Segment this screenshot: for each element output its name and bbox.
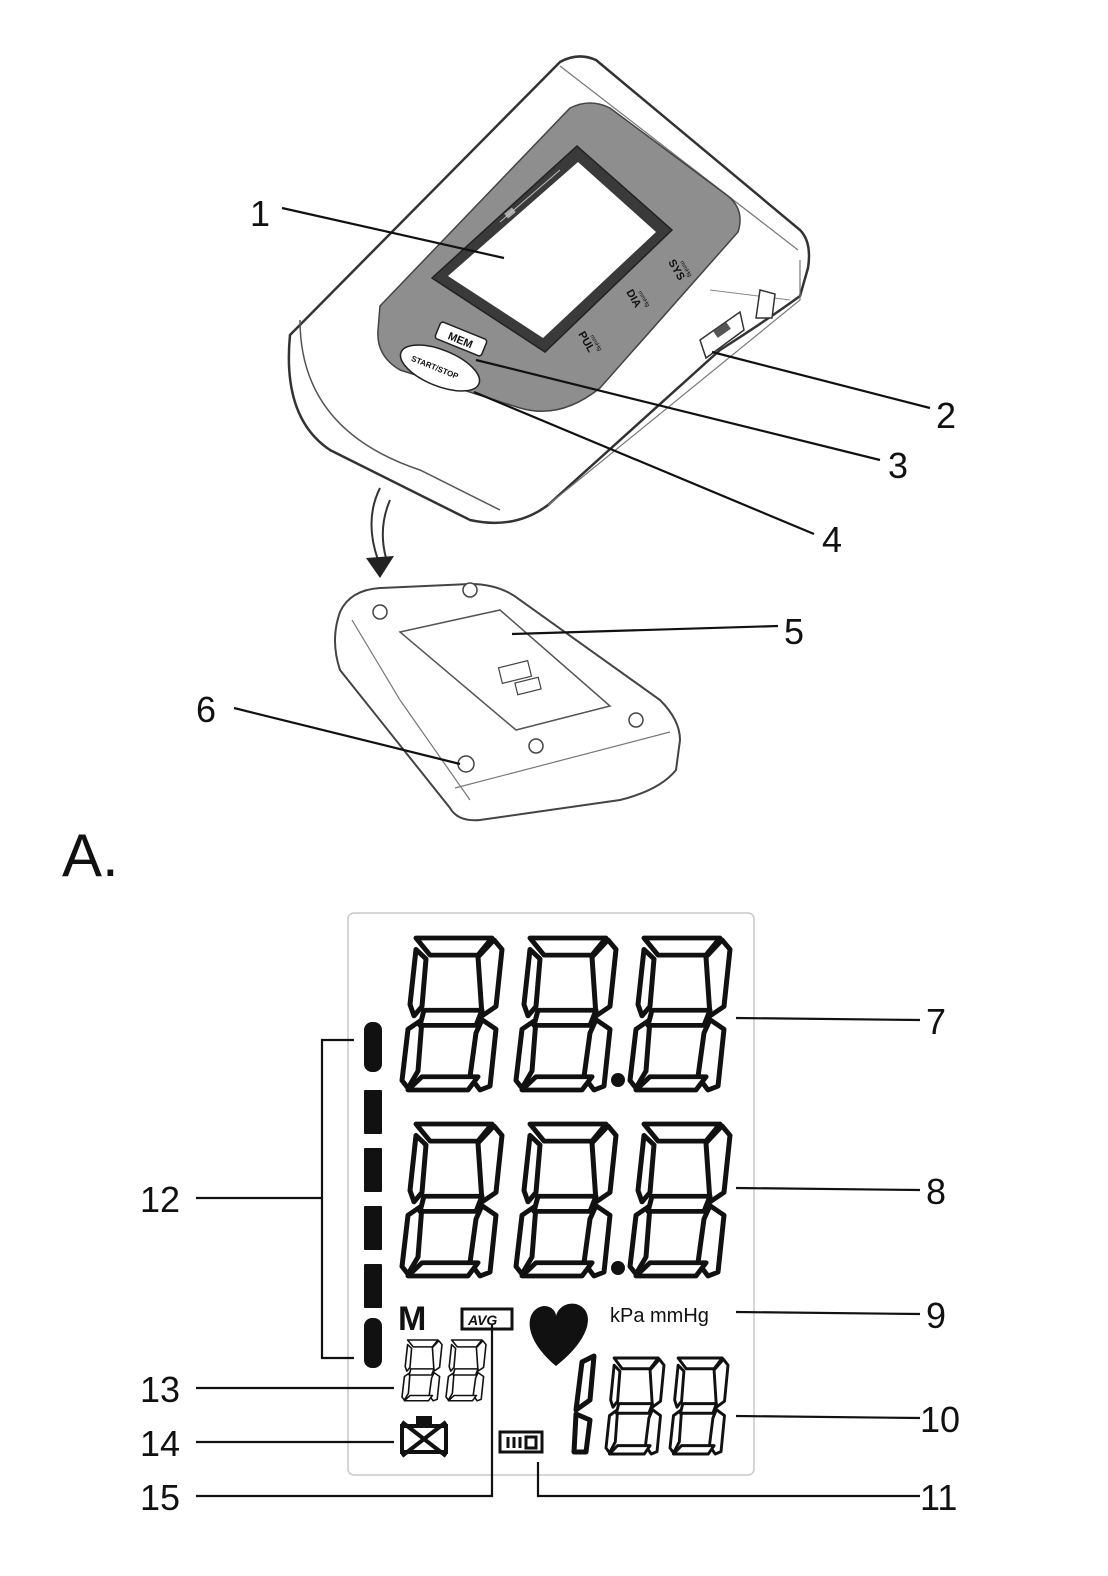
callout-13: 13 — [140, 1369, 180, 1410]
callout-2: 2 — [936, 395, 956, 436]
callout-4: 4 — [822, 519, 842, 560]
callout-5: 5 — [784, 611, 804, 652]
callout-15: 15 — [140, 1477, 180, 1518]
lcd-detail: M AVG kPa mmHg — [348, 913, 754, 1475]
foot — [463, 583, 477, 597]
callout-9: 9 — [926, 1295, 946, 1336]
systolic-decimal-point — [611, 1073, 625, 1087]
memory-indicator: M — [398, 1300, 426, 1338]
callout-8: 8 — [926, 1171, 946, 1212]
unit-label: kPa mmHg — [610, 1305, 709, 1327]
callout-14: 14 — [140, 1423, 180, 1464]
callout-10: 10 — [920, 1399, 960, 1440]
callout-1: 1 — [250, 193, 270, 234]
callout-3: 3 — [888, 445, 908, 486]
avg-badge: AVG — [462, 1309, 512, 1329]
section-label: A. — [62, 822, 119, 889]
monitor-bottom-view — [335, 583, 680, 820]
callout-12: 12 — [140, 1179, 180, 1220]
callout-11: 11 — [920, 1477, 957, 1518]
callout-6: 6 — [196, 689, 216, 730]
foot — [373, 605, 387, 619]
foot — [458, 756, 474, 772]
monitor-unit: SYS mmHg DIA mmHg PUL mmHg MEM START/STO… — [289, 56, 809, 522]
flip-arrow-icon — [366, 488, 394, 578]
foot — [629, 713, 643, 727]
callout-7: 7 — [926, 1001, 946, 1042]
foot — [529, 739, 543, 753]
diastolic-decimal-point — [611, 1261, 625, 1275]
irregular-heartbeat-icon — [500, 1432, 542, 1452]
